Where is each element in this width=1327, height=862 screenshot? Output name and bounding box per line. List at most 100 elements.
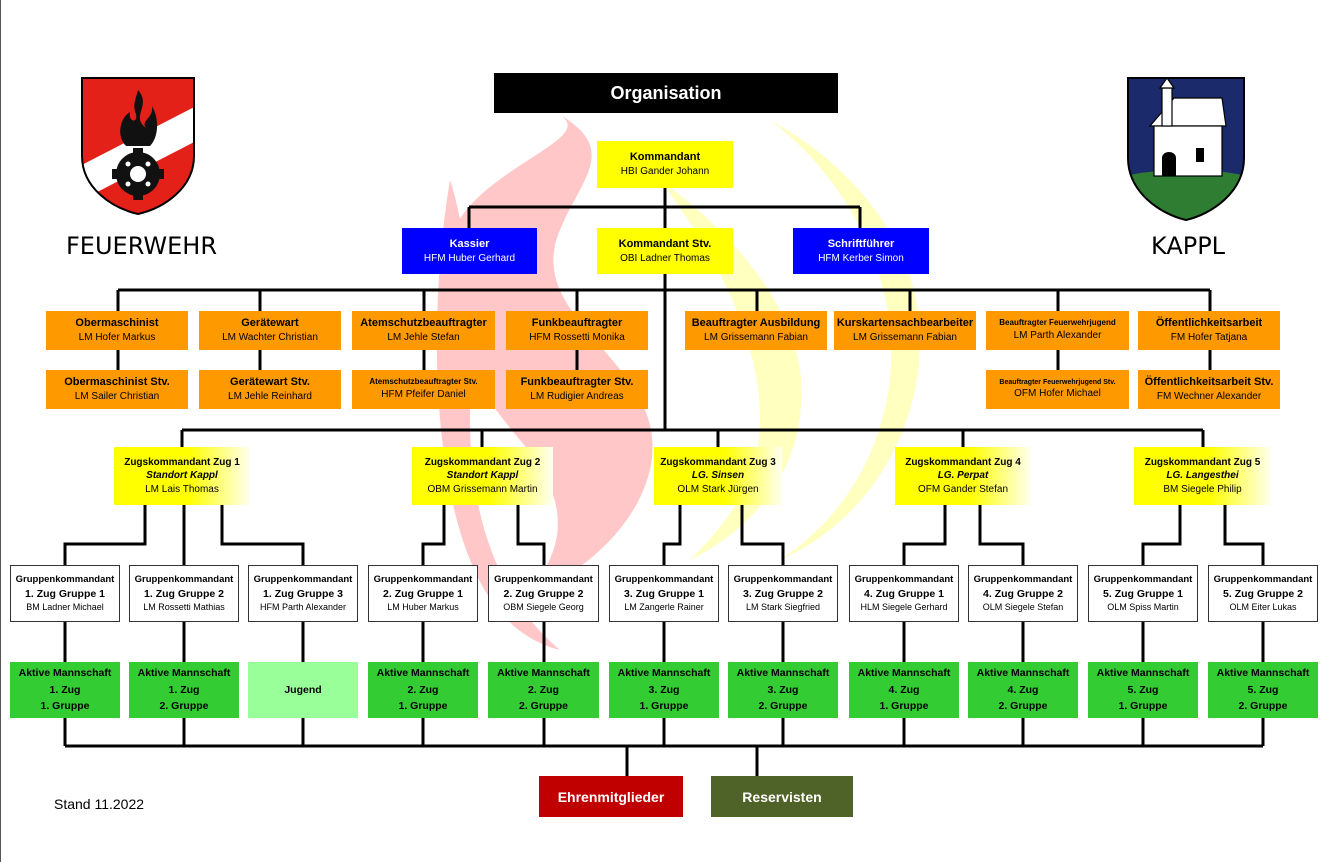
gruppe-name: HLM Siegele Gerhard bbox=[860, 601, 948, 612]
officer-name: LM Parth Alexander bbox=[1013, 330, 1102, 342]
gruppe-role: Gruppenkommandant bbox=[1093, 573, 1193, 585]
mannschaft-line1: Aktive Mannschaft bbox=[857, 666, 951, 679]
officer-name: LM Grissemann Fabian bbox=[704, 332, 808, 344]
stv-role: Kommandant Stv. bbox=[618, 237, 712, 250]
officer-role: Obermaschinist bbox=[75, 317, 159, 330]
mannschaft-line2: 2. Zug bbox=[528, 683, 559, 696]
deputy-box: Funkbeauftragter Stv. LM Rudigier Andrea… bbox=[506, 370, 648, 409]
mannschaft-line3: 1. Gruppe bbox=[879, 700, 929, 713]
gruppe-name: LM Stark Siegfried bbox=[745, 601, 821, 612]
kassier-box: Kassier HFM Huber Gerhard bbox=[402, 228, 537, 274]
deputy-name: OFM Hofer Michael bbox=[1014, 388, 1101, 400]
officer-name: FM Hofer Tatjana bbox=[1170, 332, 1248, 344]
mannschaft-box: Aktive Mannschaft 4. Zug 1. Gruppe bbox=[849, 662, 959, 718]
officer-name: LM Jehle Stefan bbox=[387, 332, 460, 344]
mannschaft-box: Aktive Mannschaft 5. Zug 1. Gruppe bbox=[1088, 662, 1198, 718]
officer-name: HFM Rossetti Monika bbox=[529, 332, 625, 344]
mannschaft-line3: 1. Gruppe bbox=[1118, 700, 1168, 713]
zug-box: Zugskommandant Zug 2 Standort Kappl OBM … bbox=[412, 447, 553, 505]
zug-role: Zugskommandant Zug 4 bbox=[905, 456, 1021, 468]
gruppe-name: OLM Siegele Stefan bbox=[982, 601, 1064, 612]
feuerwehr-logo bbox=[81, 77, 195, 216]
gruppe-label: 3. Zug Gruppe 2 bbox=[743, 587, 823, 600]
deputy-box: Öffentlichkeitsarbeit Stv. FM Wechner Al… bbox=[1138, 370, 1280, 409]
zug-name: BM Siegele Philip bbox=[1163, 483, 1242, 495]
mannschaft-line1: Aktive Mannschaft bbox=[497, 666, 590, 679]
deputy-name: HFM Pfeifer Daniel bbox=[381, 389, 466, 401]
gruppe-label: 1. Zug Gruppe 1 bbox=[25, 587, 105, 600]
zug-box: Zugskommandant Zug 4 LG. Perpat OFM Gand… bbox=[895, 447, 1031, 505]
zug-location: LG. Langesthei bbox=[1166, 470, 1239, 482]
officer-box: Funkbeauftragter HFM Rossetti Monika bbox=[506, 311, 648, 350]
officer-role: Gerätewart bbox=[241, 317, 299, 330]
mannschaft-line1: Aktive Mannschaft bbox=[1096, 666, 1190, 679]
mannschaft-line1: Aktive Mannschaft bbox=[617, 666, 711, 679]
gruppe-box: Gruppenkommandant 2. Zug Gruppe 1 LM Hub… bbox=[368, 565, 478, 622]
zug-name: OFM Gander Stefan bbox=[917, 483, 1009, 495]
mannschaft-line2: 5. Zug bbox=[1247, 683, 1279, 696]
kassier-name: HFM Huber Gerhard bbox=[423, 252, 516, 264]
gruppe-role: Gruppenkommandant bbox=[1213, 573, 1313, 585]
page-border bbox=[0, 0, 1, 862]
officer-role: Öffentlichkeitsarbeit bbox=[1155, 317, 1263, 330]
zug-location: LG. Perpat bbox=[937, 470, 989, 482]
zug-name: OBM Grissemann Martin bbox=[427, 483, 538, 495]
officer-role: Beauftragter Feuerwehrjugend bbox=[999, 318, 1116, 328]
jugend-label: Jugend bbox=[284, 683, 322, 696]
officer-box: Kurskartensachbearbeiter LM Grissemann F… bbox=[834, 311, 976, 350]
zug-role: Zugskommandant Zug 1 bbox=[124, 456, 240, 468]
gruppe-label: 3. Zug Gruppe 1 bbox=[624, 587, 704, 600]
commander-name: HBI Gander Johann bbox=[620, 166, 710, 178]
zug-box: Zugskommandant Zug 5 LG. Langesthei BM S… bbox=[1134, 447, 1271, 505]
officer-box: Gerätewart LM Wachter Christian bbox=[199, 311, 341, 350]
zug-box: Zugskommandant Zug 3 LG. Sinsen OLM Star… bbox=[654, 447, 782, 505]
zug-role: Zugskommandant Zug 3 bbox=[660, 456, 776, 468]
gruppe-name: OLM Spiss Martin bbox=[1107, 601, 1179, 612]
gruppe-box: Gruppenkommandant 1. Zug Gruppe 1 BM Lad… bbox=[10, 565, 120, 622]
gruppe-label: 4. Zug Gruppe 2 bbox=[983, 587, 1063, 600]
deputy-name: FM Wechner Alexander bbox=[1156, 391, 1262, 403]
officer-name: LM Wachter Christian bbox=[222, 332, 318, 344]
mannschaft-line2: 1. Zug bbox=[168, 683, 200, 696]
schrift-name: HFM Kerber Simon bbox=[818, 252, 904, 264]
gruppe-box: Gruppenkommandant 2. Zug Gruppe 2 OBM Si… bbox=[488, 565, 599, 622]
officer-role: Atemschutzbeauftragter bbox=[360, 317, 487, 330]
officer-box: Atemschutzbeauftragter LM Jehle Stefan bbox=[352, 311, 495, 350]
deputy-name: LM Rudigier Andreas bbox=[530, 391, 624, 403]
ehrenmitglieder-box: Ehrenmitglieder bbox=[539, 776, 683, 817]
mannschaft-box: Aktive Mannschaft 2. Zug 1. Gruppe bbox=[368, 662, 478, 718]
kappl-label: KAPPL bbox=[1151, 232, 1226, 260]
feuerwehr-label: FEUERWEHR bbox=[66, 232, 218, 260]
deputy-box: Gerätewart Stv. LM Jehle Reinhard bbox=[199, 370, 341, 409]
gruppe-box: Gruppenkommandant 5. Zug Gruppe 1 OLM Sp… bbox=[1088, 565, 1198, 622]
deputy-box: Atemschutzbeauftragter Stv. HFM Pfeifer … bbox=[352, 370, 495, 409]
mannschaft-line2: 1. Zug bbox=[49, 683, 81, 696]
mannschaft-line1: Aktive Mannschaft bbox=[376, 666, 470, 679]
gruppe-role: Gruppenkommandant bbox=[15, 573, 115, 585]
stand-date: Stand 11.2022 bbox=[54, 796, 145, 812]
mannschaft-box: Aktive Mannschaft 1. Zug 1. Gruppe bbox=[10, 662, 120, 718]
mannschaft-line3: 2. Gruppe bbox=[998, 700, 1048, 713]
gruppe-box: Gruppenkommandant 1. Zug Gruppe 3 HFM Pa… bbox=[248, 565, 358, 622]
zug-location: Standort Kappl bbox=[446, 470, 519, 482]
gruppe-name: LM Zangerle Rainer bbox=[624, 601, 704, 612]
gruppe-box: Gruppenkommandant 3. Zug Gruppe 2 LM Sta… bbox=[728, 565, 838, 622]
officer-box: Öffentlichkeitsarbeit FM Hofer Tatjana bbox=[1138, 311, 1280, 350]
stv-box: Kommandant Stv. OBI Ladner Thomas bbox=[597, 228, 733, 274]
officer-role: Funkbeauftragter bbox=[531, 317, 623, 330]
deputy-role: Beauftragter Feuerwehrjugend Stv. bbox=[999, 379, 1116, 387]
mannschaft-box: Aktive Mannschaft 5. Zug 2. Gruppe bbox=[1208, 662, 1318, 718]
gruppe-box: Gruppenkommandant 1. Zug Gruppe 2 LM Ros… bbox=[129, 565, 239, 622]
mannschaft-line1: Aktive Mannschaft bbox=[18, 666, 112, 679]
zug-box: Zugskommandant Zug 1 Standort Kappl LM L… bbox=[114, 447, 250, 505]
officer-box: Beauftragter Ausbildung LM Grissemann Fa… bbox=[685, 311, 827, 350]
gruppe-role: Gruppenkommandant bbox=[614, 573, 714, 585]
officer-name: LM Grissemann Fabian bbox=[853, 332, 957, 344]
deputy-box: Beauftragter Feuerwehrjugend Stv. OFM Ho… bbox=[986, 370, 1129, 409]
gruppe-role: Gruppenkommandant bbox=[373, 573, 473, 585]
zug-name: OLM Stark Jürgen bbox=[677, 483, 759, 495]
mannschaft-line2: 4. Zug bbox=[1007, 683, 1039, 696]
gruppe-box: Gruppenkommandant 3. Zug Gruppe 1 LM Zan… bbox=[609, 565, 719, 622]
deputy-name: LM Sailer Christian bbox=[74, 391, 160, 403]
